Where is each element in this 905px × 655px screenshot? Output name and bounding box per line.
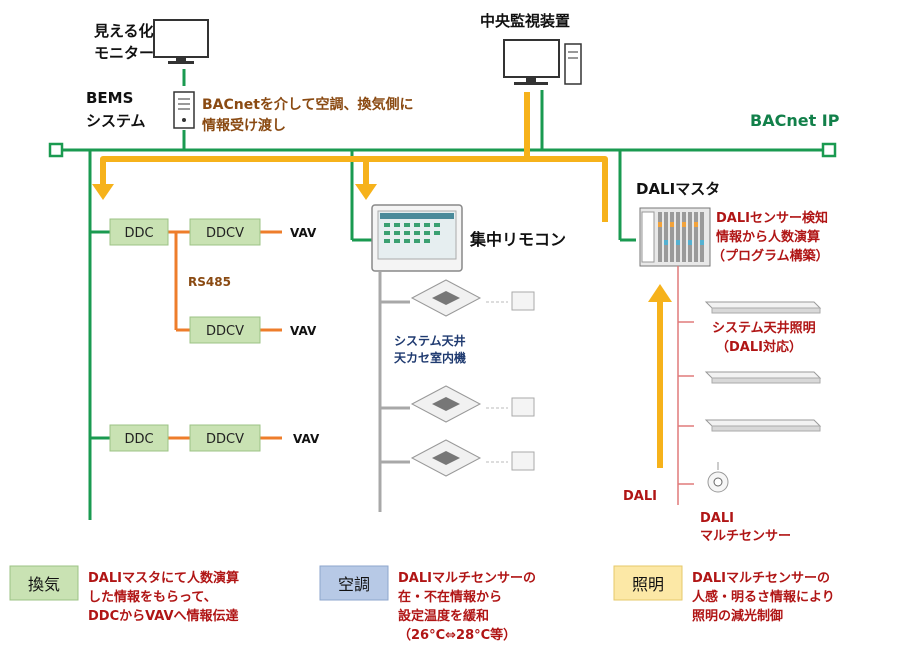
ceiling-light-label-1: システム天井照明 [712,320,816,336]
bacnet-note-2: 情報受け渡し [202,117,286,134]
ddcv-box: DDCV [189,424,261,452]
svg-text:照明の減光制御: 照明の減光制御 [692,608,783,624]
svg-text:DDCV: DDCV [206,226,244,241]
flow-arrowhead-dali-master [648,284,672,302]
bus-terminal-right [821,142,837,158]
svg-text:DDCV: DDCV [206,324,244,339]
central-computer-icon [503,39,582,85]
svg-text:換気: 換気 [28,575,60,594]
cassette-unit-icon [410,439,482,477]
svg-text:DALIマルチセンサーの: DALIマルチセンサーの [692,571,830,586]
ddc-box: DDC [109,218,169,246]
remote-line [378,272,410,512]
monitor-label-2: モニター [94,44,154,62]
bacnet-network [48,69,837,520]
ddcv-box: DDCV [189,316,261,344]
central-monitor-label: 中央監視装置 [480,12,570,30]
wall-remote-icon [511,397,535,417]
dali-master-icon [639,207,711,267]
legend-lighting: 照明 DALIマルチセンサーの 人感・明るさ情報により 照明の減光制御 [613,565,835,624]
svg-text:DALIマスタにて人数演算: DALIマスタにて人数演算 [88,570,239,586]
legend-ventilation: 換気 DALIマスタにて人数演算 した情報をもらって、 DDCからVAVへ情報伝… [9,565,239,624]
ceiling-light-icon [704,371,822,384]
bems-label-1: BEMS [86,89,133,107]
svg-text:在・不在情報から: 在・不在情報から [398,589,502,605]
svg-text:照明: 照明 [632,575,664,594]
bems-server-icon [173,91,195,129]
dali-bus [677,266,694,505]
info-flow-arrows [100,92,663,468]
vav-label: VAV [290,226,317,240]
wall-remote-icon [511,291,535,311]
cassette-unit-icon [410,385,482,423]
svg-text:（26°C⇔28°C等）: （26°C⇔28°C等） [398,627,516,643]
ceiling-unit-label-1: システム天井 [394,333,466,348]
svg-text:した情報をもらって、: した情報をもらって、 [88,589,217,605]
dali-bus-label: DALI [623,489,657,504]
svg-text:DDC: DDC [124,432,153,447]
bacnet-ip-label: BACnet IP [750,111,840,130]
ddcv-box: DDCV [189,218,261,246]
multi-sensor-icon [707,462,729,493]
svg-text:DDCV: DDCV [206,432,244,447]
multi-sensor-label-2: マルチセンサー [700,529,791,544]
svg-text:DDCからVAVへ情報伝達: DDCからVAVへ情報伝達 [88,608,239,624]
central-remote-icon [371,204,463,272]
wall-remote-icon [511,451,535,471]
dali-master-label: DALIマスタ [636,180,720,198]
legend-air-conditioning: 空調 DALIマルチセンサーの 在・不在情報から 設定温度を緩和 （26°C⇔2… [319,565,536,643]
svg-text:設定温度を緩和: 設定温度を緩和 [398,608,489,624]
rs485-label: RS485 [188,275,231,289]
flow-arrowhead-ddc [92,184,114,200]
ceiling-unit-label-2: 天カセ室内機 [394,350,466,365]
ceiling-light-label-2: （DALI対応） [716,339,802,355]
rs485-lines [168,230,282,440]
vav-label: VAV [290,324,317,338]
svg-text:DALIマルチセンサーの: DALIマルチセンサーの [398,571,536,586]
ddc-box: DDC [109,424,169,452]
svg-text:人感・明るさ情報により: 人感・明るさ情報により [692,589,835,605]
bems-label-2: システム [86,112,146,130]
dali-sensor-note-2: 情報から人数演算 [716,229,820,245]
vav-label: VAV [293,432,320,446]
bacnet-note-1: BACnetを介して空調、換気側に [202,96,414,113]
multi-sensor-label-1: DALI [700,511,734,526]
ceiling-light-icon [704,301,822,314]
dali-sensor-note-3: （プログラム構築） [712,248,829,264]
svg-text:空調: 空調 [338,575,370,594]
monitor-icon [153,19,209,64]
central-remote-label: 集中リモコン [469,230,566,249]
monitor-label-1: 見える化 [93,22,154,40]
svg-text:DDC: DDC [124,226,153,241]
dali-sensor-note-1: DALIセンサー検知 [716,210,828,226]
bus-terminal-left [48,142,64,158]
flow-arrowhead-remote [355,184,377,200]
cassette-unit-icon [410,279,482,317]
ceiling-light-icon [704,419,822,432]
